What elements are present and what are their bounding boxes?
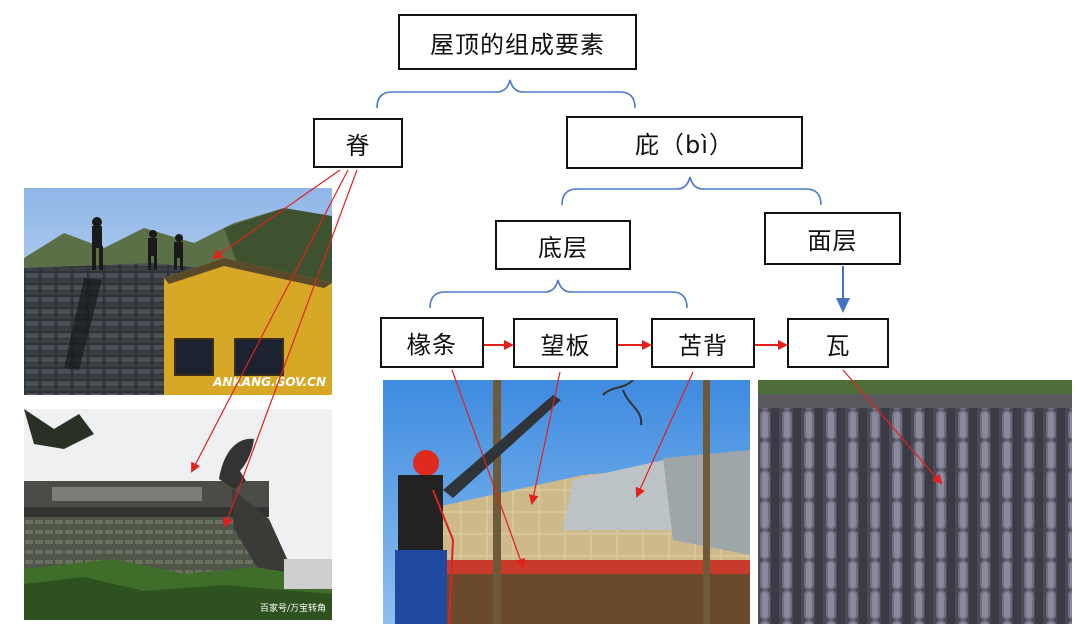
node-ridge: 脊	[313, 118, 403, 168]
brace-base	[429, 279, 688, 309]
brace-root	[376, 79, 636, 109]
node-rafter: 椽条	[380, 317, 484, 368]
watermark-source: 百家号/万宝转角	[259, 604, 326, 614]
photo-workers-on-roof: ANKANG.GOV.CN	[24, 188, 332, 395]
node-roof-board: 望板	[513, 318, 618, 368]
photo-tile-roof	[758, 380, 1072, 624]
node-surface-layer: 面层	[764, 212, 901, 265]
photo-roof-construction	[383, 380, 750, 624]
arrow-surface-to-tile-head	[836, 298, 850, 313]
node-underlay: 苫背	[651, 318, 755, 368]
node-bi: 庇（bì）	[566, 116, 803, 169]
node-tile: 瓦	[787, 318, 889, 368]
brace-bi	[561, 176, 822, 206]
node-roof-elements: 屋顶的组成要素	[398, 14, 637, 70]
photo-ridge-dragon: 百家号/万宝转角	[24, 409, 332, 620]
watermark-ankang: ANKANG.GOV.CN	[213, 375, 326, 389]
node-base-layer: 底层	[495, 220, 631, 270]
